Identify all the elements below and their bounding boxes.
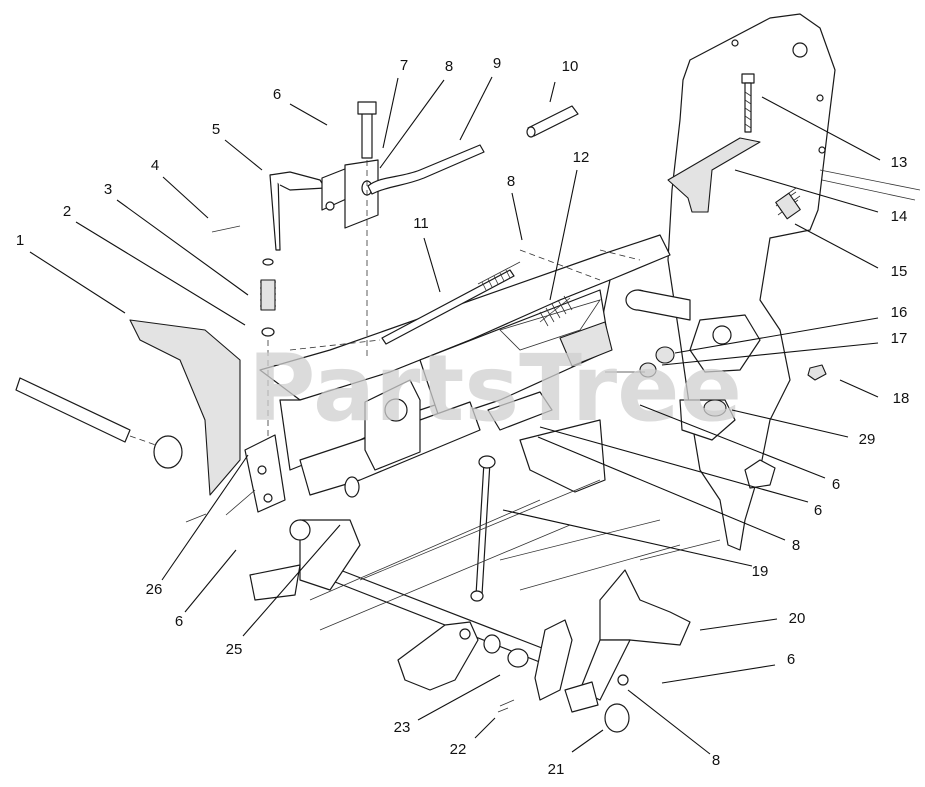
callout-23: 23: [394, 719, 411, 736]
rod-11: [381, 261, 521, 345]
callout-8: 8: [792, 537, 800, 554]
bracket-14: [667, 137, 761, 213]
callout-7: 7: [400, 57, 408, 74]
callout-3: 3: [104, 181, 112, 198]
callout-6: 6: [273, 86, 281, 103]
callout-12: 12: [573, 149, 590, 166]
bolt-13: [741, 73, 755, 133]
callout-29: 29: [859, 431, 876, 448]
callout-10: 10: [562, 58, 579, 75]
callout-13: 13: [891, 154, 908, 171]
callout-25: 25: [226, 641, 243, 658]
callout-26: 26: [146, 581, 163, 598]
callout-6: 6: [814, 502, 822, 519]
callout-8: 8: [445, 58, 453, 75]
callout-leaders: [29, 76, 881, 755]
callout-8: 8: [507, 173, 515, 190]
left-bracket: [15, 319, 311, 541]
side-plate: [667, 13, 921, 551]
pivot-assembly: [605, 289, 827, 489]
control-lever: [211, 171, 326, 480]
lever-bracket: [321, 101, 579, 360]
callout-11: 11: [413, 215, 429, 232]
callout-18: 18: [893, 390, 910, 407]
callout-9: 9: [493, 55, 501, 72]
callout-20: 20: [789, 610, 806, 627]
callout-14: 14: [891, 208, 908, 225]
spring-15: [775, 187, 801, 220]
watermark: PartsTree: [248, 335, 742, 442]
callout-2: 2: [63, 203, 71, 220]
callout-5: 5: [212, 121, 220, 138]
callout-15: 15: [891, 263, 908, 280]
callout-6: 6: [787, 651, 795, 668]
callout-labels: 1 2 3 4 5 6 7 8 9 10 8 11 12 13 14 15 16…: [16, 55, 910, 778]
callout-22: 22: [450, 741, 467, 758]
pedal-20: [579, 569, 691, 701]
callout-4: 4: [151, 157, 159, 174]
callout-17: 17: [891, 330, 908, 347]
callout-16: 16: [891, 304, 908, 321]
callout-6: 6: [832, 476, 840, 493]
callout-21: 21: [548, 761, 565, 778]
cross-shaft: [249, 519, 630, 733]
spring-12: [499, 295, 601, 351]
mounting-plate: [364, 379, 421, 471]
background-lines: [289, 249, 721, 631]
callout-19: 19: [752, 563, 769, 580]
callout-8: 8: [712, 752, 720, 769]
callout-6: 6: [175, 613, 183, 630]
callout-1: 1: [16, 232, 24, 249]
